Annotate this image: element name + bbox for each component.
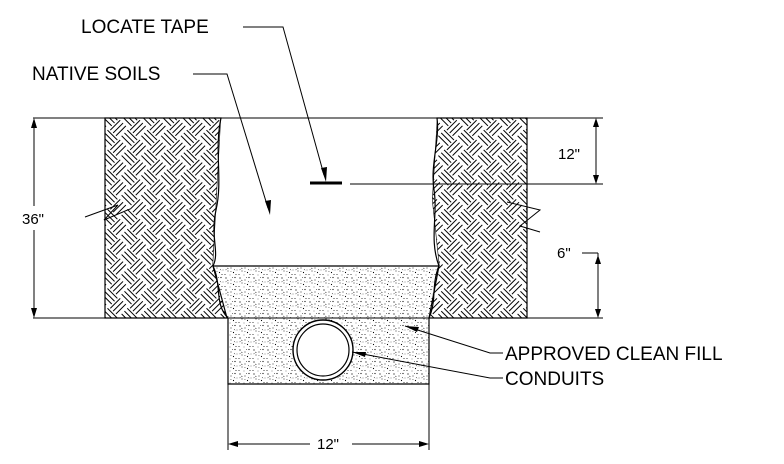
trench-width-label: 12" [317,436,339,453]
conduit-pipe [292,319,354,381]
trench-width-dimension [227,384,430,450]
native-soils-label: NATIVE SOILS [32,64,160,85]
locate-tape-leader [243,26,325,176]
locate-tape-arrowhead [321,167,327,182]
conduits-leader [351,351,503,379]
locate-tape-label: LOCATE TAPE [81,17,209,38]
native-soils-leader [193,73,269,209]
break-mark-right [506,201,542,233]
fill-depth-label: 6" [557,245,571,262]
conduits-arrowhead [352,352,366,357]
native-soil-left [104,117,228,319]
tape-depth-label: 12" [558,146,580,163]
clean-fill-leader [404,325,503,354]
native-soil-right [428,117,528,319]
trench-backfill [212,117,440,267]
total-depth-dimension [31,118,37,318]
fill-depth-dimension [582,252,601,318]
break-mark-left [84,204,131,221]
conduits-label: CONDUITS [505,369,604,390]
clean-fill-arrowhead [405,326,419,332]
tape-depth-dimension [593,118,599,184]
approved-clean-fill-label: APPROVED CLEAN FILL [505,344,723,365]
native-soils-arrowhead [265,200,271,215]
total-depth-label: 36" [22,211,44,228]
